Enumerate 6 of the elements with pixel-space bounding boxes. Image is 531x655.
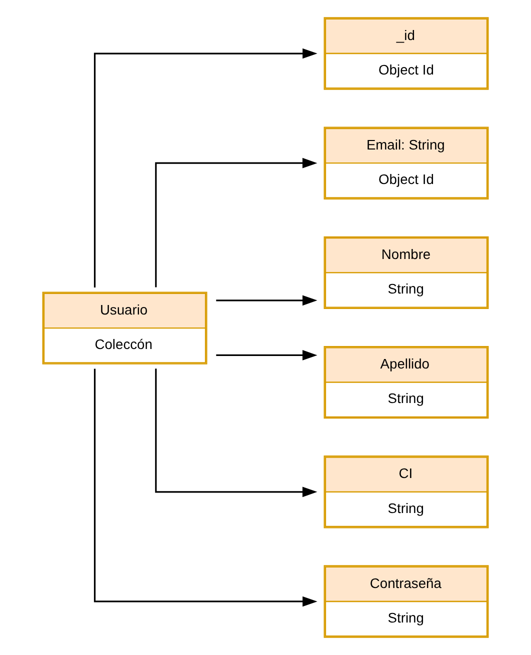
arrow xyxy=(155,158,318,288)
arrow xyxy=(94,368,318,607)
arrow xyxy=(155,368,318,498)
arrow xyxy=(216,350,318,360)
arrow xyxy=(94,48,318,288)
arrow xyxy=(216,295,318,306)
